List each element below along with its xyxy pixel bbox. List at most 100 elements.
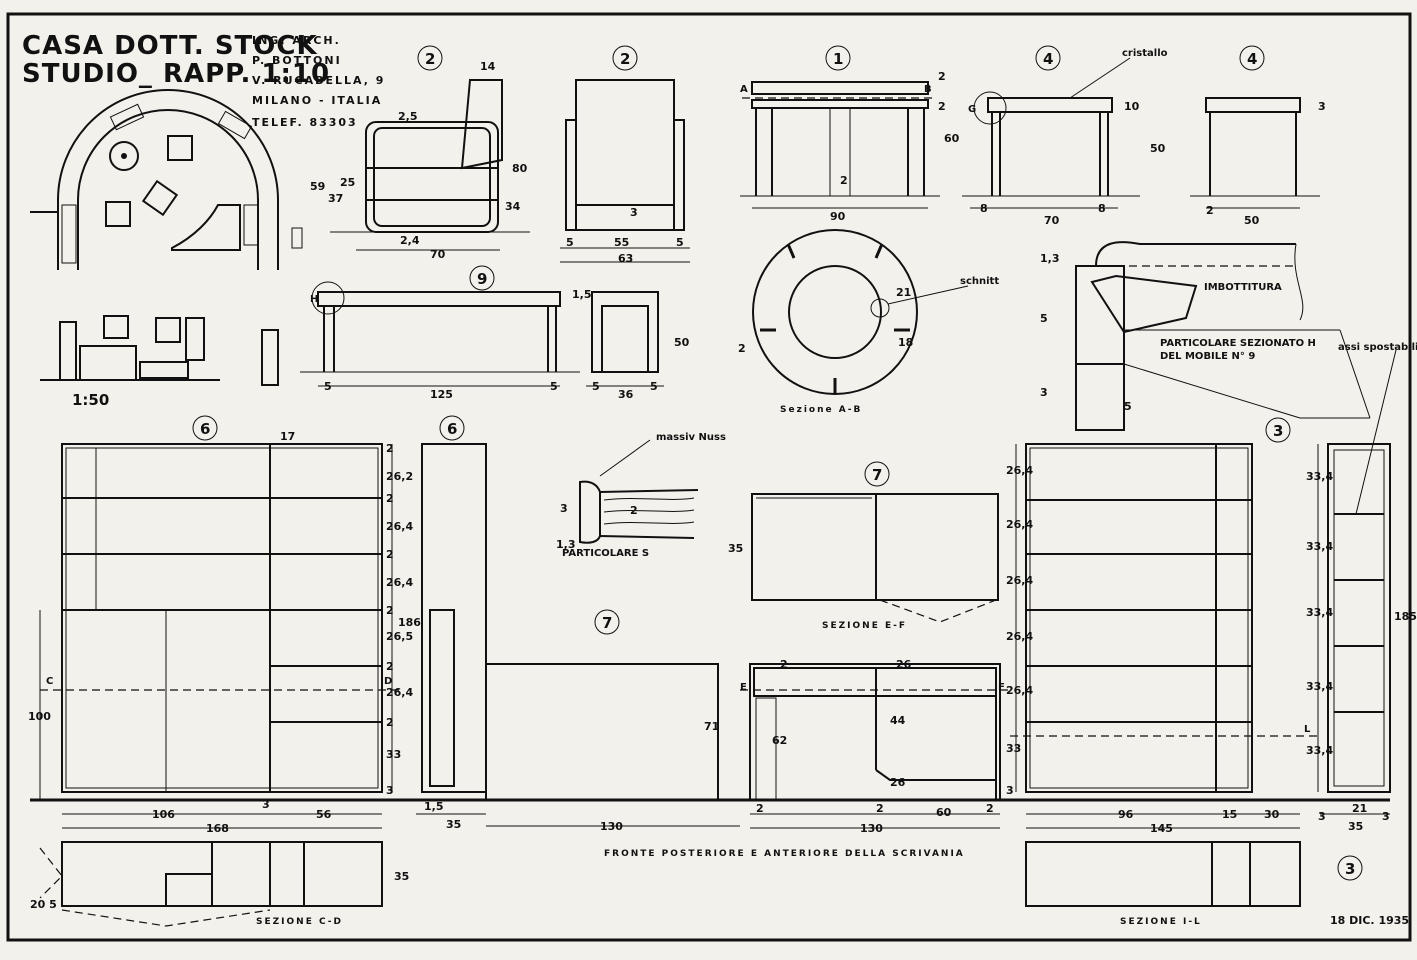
table-1-elevation: 1 A B 60 2 2 2 90: [740, 45, 960, 223]
svg-text:145: 145: [1150, 822, 1173, 835]
svg-text:15: 15: [1222, 808, 1237, 821]
title-line-2: STUDIO_ RAPP. 1:10: [22, 59, 330, 89]
svg-text:SEZIONE E-F: SEZIONE E-F: [822, 621, 907, 631]
svg-text:5: 5: [676, 236, 684, 249]
svg-text:E: E: [740, 682, 747, 693]
svg-text:10: 10: [1124, 100, 1140, 113]
architect-line-5: TELEF. 83303: [252, 116, 358, 129]
svg-text:1,3: 1,3: [556, 538, 576, 551]
section-il: SEZIONE I-L 3 18 DIC. 1935: [1025, 841, 1409, 927]
svg-text:6: 6: [447, 420, 457, 438]
svg-text:62: 62: [772, 734, 787, 747]
architect-line-4: MILANO - ITALIA: [252, 94, 382, 107]
svg-text:2: 2: [386, 604, 394, 617]
svg-text:96: 96: [1118, 808, 1134, 821]
svg-text:26,4: 26,4: [1006, 630, 1033, 643]
svg-text:2: 2: [386, 548, 394, 561]
title-line-1: CASA DOTT. STOCK: [22, 31, 318, 61]
svg-text:130: 130: [600, 820, 623, 833]
svg-text:18: 18: [898, 336, 913, 349]
svg-text:2: 2: [386, 716, 394, 729]
svg-text:3: 3: [386, 784, 394, 797]
svg-text:71: 71: [704, 720, 719, 733]
svg-text:L: L: [1304, 724, 1311, 735]
svg-text:2,5: 2,5: [398, 110, 418, 123]
svg-text:26,4: 26,4: [1006, 684, 1033, 697]
svg-text:G: G: [968, 104, 976, 115]
svg-text:33: 33: [1006, 742, 1021, 755]
svg-text:C: C: [46, 676, 53, 687]
svg-text:60: 60: [944, 132, 960, 145]
svg-text:2: 2: [425, 50, 435, 68]
svg-text:50: 50: [1150, 142, 1166, 155]
svg-text:4: 4: [1247, 50, 1257, 68]
svg-text:44: 44: [890, 714, 906, 727]
svg-text:DEL MOBILE N° 9: DEL MOBILE N° 9: [1160, 351, 1255, 362]
svg-text:26,4: 26,4: [1006, 574, 1033, 587]
svg-text:26,4: 26,4: [1006, 518, 1033, 531]
svg-text:1,5: 1,5: [572, 288, 592, 301]
svg-text:schnitt: schnitt: [960, 276, 999, 287]
svg-text:59: 59: [310, 180, 325, 193]
svg-text:assi spostabili: assi spostabili: [1338, 342, 1417, 353]
svg-text:2: 2: [386, 660, 394, 673]
svg-text:8: 8: [980, 202, 988, 215]
svg-text:70: 70: [1044, 214, 1060, 227]
svg-text:6: 6: [200, 420, 210, 438]
svg-text:3: 3: [1318, 100, 1326, 113]
svg-text:4: 4: [1043, 50, 1053, 68]
svg-text:100: 100: [28, 710, 51, 723]
svg-text:25: 25: [340, 176, 355, 189]
detail-s: 7 massiv Nuss 3 2 1,3 PARTICOLARE S: [556, 432, 726, 635]
svg-text:2: 2: [738, 342, 746, 355]
svg-text:26: 26: [890, 776, 906, 789]
svg-text:massiv Nuss: massiv Nuss: [656, 432, 726, 443]
svg-text:1,5: 1,5: [424, 800, 444, 813]
svg-text:63: 63: [618, 252, 633, 265]
svg-text:26,5: 26,5: [386, 630, 413, 643]
svg-text:PARTICOLARE S: PARTICOLARE S: [562, 548, 649, 559]
svg-text:70: 70: [430, 248, 446, 261]
table-round-section: schnitt 21 18 2 Sezione A-B: [738, 229, 999, 415]
svg-text:2: 2: [630, 504, 638, 517]
svg-text:26,4: 26,4: [386, 686, 413, 699]
svg-text:3: 3: [1345, 860, 1355, 878]
svg-text:5: 5: [550, 380, 558, 393]
svg-text:14: 14: [480, 60, 496, 73]
svg-text:2: 2: [780, 658, 788, 671]
svg-text:20 5: 20 5: [30, 898, 57, 911]
svg-text:D: D: [384, 676, 392, 687]
bench-9-views: 9 H 5 125 5 5 36 5 1,5 50: [300, 265, 690, 401]
desk-plan: 7 35 SEZIONE E-F: [728, 461, 999, 631]
svg-text:35: 35: [1348, 820, 1363, 833]
architect-line-2: P. BOTTONI: [252, 54, 342, 67]
svg-text:1,3: 1,3: [1040, 252, 1060, 265]
room-plan: [30, 89, 303, 270]
title-block: CASA DOTT. STOCK STUDIO_ RAPP. 1:10 ING.…: [22, 31, 383, 129]
svg-text:50: 50: [1244, 214, 1260, 227]
svg-text:2: 2: [756, 802, 764, 815]
svg-text:3: 3: [560, 502, 568, 515]
svg-text:56: 56: [316, 808, 332, 821]
small-section: 1:50: [40, 315, 279, 409]
svg-text:5: 5: [1124, 400, 1132, 413]
shelf-6-side: 6 186 1,5 35: [398, 415, 487, 831]
svg-text:9: 9: [477, 270, 487, 288]
svg-text:33,4: 33,4: [1306, 540, 1333, 553]
svg-text:33,4: 33,4: [1306, 470, 1333, 483]
svg-text:2: 2: [986, 802, 994, 815]
svg-text:36: 36: [618, 388, 634, 401]
shelf-6-front: 6 C D 2 26,2 2 26,4 2 26,4 2 26,5 2 26,4…: [28, 415, 1390, 835]
svg-text:B: B: [924, 84, 932, 95]
svg-text:80: 80: [512, 162, 528, 175]
svg-text:5: 5: [592, 380, 600, 393]
svg-text:FRONTE POSTERIORE E ANTERIORE: FRONTE POSTERIORE E ANTERIORE DELLA SCRI…: [604, 849, 965, 859]
chair-side-view: 2 14 2,5 80 59 25 37 34 2,4 70: [310, 45, 530, 261]
svg-text:26,4: 26,4: [1006, 464, 1033, 477]
scale-small-label: 1:50: [72, 391, 109, 409]
svg-text:26,2: 26,2: [386, 470, 413, 483]
svg-text:26,4: 26,4: [386, 576, 413, 589]
svg-text:37: 37: [328, 192, 343, 205]
svg-text:5: 5: [1040, 312, 1048, 325]
detail-h: IMBOTTITURA PARTICOLARE SEZIONATO H DEL …: [1040, 241, 1417, 431]
